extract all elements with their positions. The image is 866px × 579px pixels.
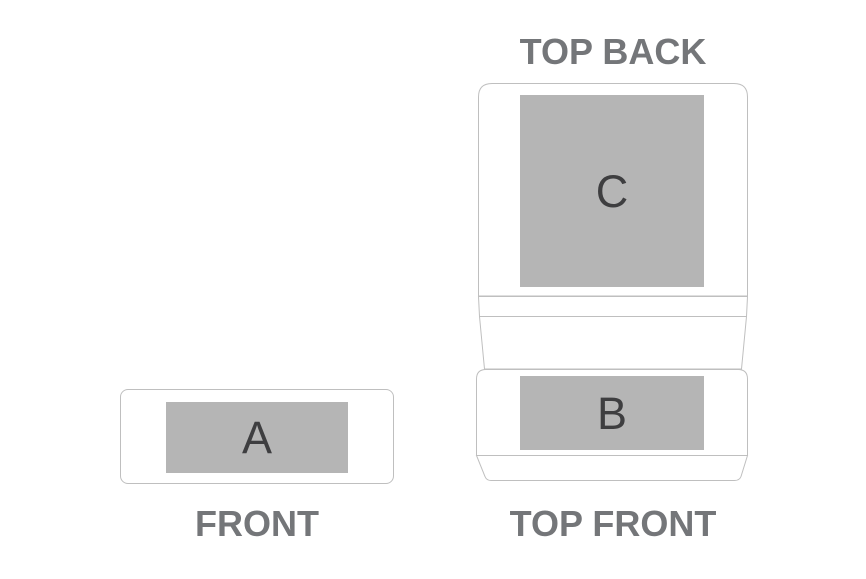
top-front-imprint-letter: B xyxy=(596,387,627,439)
side-band-outline xyxy=(478,316,748,370)
front-imprint-area: A xyxy=(166,402,348,473)
fold-strip-outline xyxy=(477,296,749,317)
front-imprint-letter: A xyxy=(241,412,272,463)
bottom-flap-outline xyxy=(475,455,749,481)
front-view-label: FRONT xyxy=(195,503,319,544)
top-back-imprint-area: C xyxy=(520,95,704,287)
top-back-imprint-letter: C xyxy=(595,165,629,217)
top-back-view-label: TOP BACK xyxy=(519,31,707,72)
top-front-view-label: TOP FRONT xyxy=(509,503,717,544)
top-front-imprint-area: B xyxy=(520,376,704,450)
